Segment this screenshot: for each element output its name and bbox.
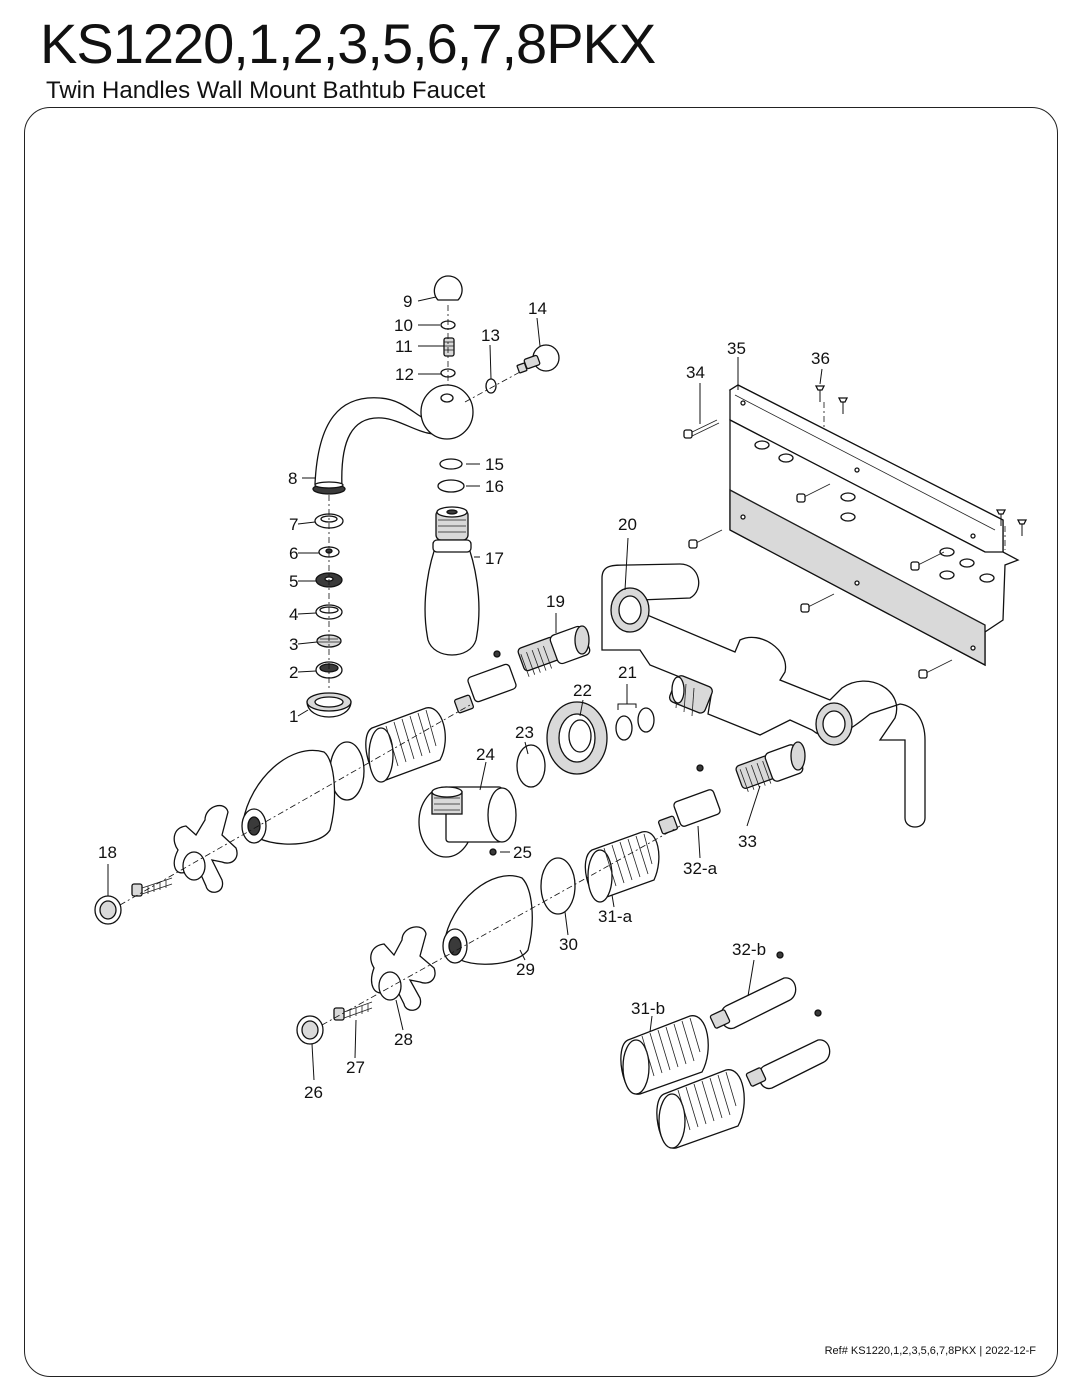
- extension-sleeve: [656, 1069, 745, 1149]
- washer: [637, 707, 655, 733]
- part-label-29: 29: [516, 960, 535, 979]
- part-label-8: 8: [288, 469, 297, 488]
- adapter-nipple: [443, 337, 455, 357]
- index-button: [94, 895, 122, 925]
- part-label-23: 23: [515, 723, 534, 742]
- part-label-24: 24: [476, 745, 495, 764]
- part-label-25: 25: [513, 843, 532, 862]
- reference-footer: Ref# KS1220,1,2,3,5,6,7,8PKX | 2022-12-F: [824, 1345, 1036, 1357]
- part-label-32-b: 32-b: [732, 940, 766, 959]
- part-labels: 1 2 3 4 5 6 7 8 9 10 11 12 13 14 15 16 1…: [98, 292, 830, 1102]
- index-button: [296, 1015, 324, 1045]
- part-label-2: 2: [289, 663, 298, 682]
- part-label-7: 7: [289, 515, 298, 534]
- diagram-frame: [24, 107, 1058, 1377]
- handle-extension: [658, 764, 721, 835]
- part-label-35: 35: [727, 339, 746, 358]
- part-label-18: 18: [98, 843, 117, 862]
- washer: [615, 715, 633, 741]
- part-label-21: 21: [618, 663, 637, 682]
- aerator-parts: [306, 513, 352, 718]
- part-label-28: 28: [394, 1030, 413, 1049]
- part-label-5: 5: [289, 572, 298, 591]
- part-label-31-b: 31-b: [631, 999, 665, 1018]
- valve-cartridge: [735, 741, 806, 792]
- handle-screw: [333, 1001, 373, 1021]
- part-label-3: 3: [289, 635, 298, 654]
- part-label-13: 13: [481, 326, 500, 345]
- part-label-12: 12: [395, 365, 414, 384]
- part-label-1: 1: [289, 707, 298, 726]
- spout-knob: [516, 344, 560, 374]
- product-description: Twin Handles Wall Mount Bathtub Faucet: [46, 77, 486, 104]
- part-label-31-a: 31-a: [598, 907, 633, 926]
- diverter-elbow: [418, 786, 517, 858]
- handle-bonnet: [442, 875, 533, 965]
- bracket-screws: [683, 385, 1028, 679]
- o-ring: [439, 458, 463, 470]
- o-ring: [437, 479, 465, 493]
- extension-stem: [745, 1009, 831, 1090]
- part-label-11: 11: [395, 337, 413, 356]
- part-label-22: 22: [573, 681, 592, 700]
- part-label-26: 26: [304, 1083, 323, 1102]
- spout-cap: [433, 275, 463, 301]
- part-label-10: 10: [394, 316, 413, 335]
- o-ring: [540, 857, 576, 915]
- extension-stem: [709, 951, 797, 1030]
- spout: [312, 384, 474, 495]
- part-label-32-a: 32-a: [683, 859, 718, 878]
- threaded-sleeve: [584, 831, 660, 903]
- part-label-27: 27: [346, 1058, 365, 1077]
- handle-screw: [131, 877, 173, 897]
- extension-sleeve: [620, 1015, 709, 1095]
- part-label-36: 36: [811, 349, 830, 368]
- part-label-33: 33: [738, 832, 757, 851]
- valve-cartridge: [517, 625, 591, 677]
- model-title: KS1220,1,2,3,5,6,7,8PKX: [40, 12, 656, 75]
- threaded-sleeve: [365, 707, 446, 783]
- part-label-15: 15: [485, 455, 504, 474]
- part-label-30: 30: [559, 935, 578, 954]
- faucet-body: [601, 563, 926, 828]
- part-label-20: 20: [618, 515, 637, 534]
- part-label-19: 19: [546, 592, 565, 611]
- spout-escutcheon: [546, 701, 608, 775]
- part-label-14: 14: [528, 299, 547, 318]
- part-label-9: 9: [403, 292, 412, 311]
- part-label-17: 17: [485, 549, 504, 568]
- handle-bonnet: [241, 749, 336, 845]
- cross-handle: [370, 926, 436, 1011]
- part-label-6: 6: [289, 544, 298, 563]
- set-screw: [489, 848, 497, 856]
- o-ring: [516, 744, 546, 788]
- mounting-bracket: [728, 384, 1020, 667]
- part-label-34: 34: [686, 363, 705, 382]
- part-label-4: 4: [289, 605, 298, 624]
- leader-lines: [107, 296, 823, 1081]
- part-label-16: 16: [485, 477, 504, 496]
- handle-extension: [454, 650, 517, 714]
- cross-handle: [173, 804, 238, 893]
- spout-shank: [424, 506, 480, 656]
